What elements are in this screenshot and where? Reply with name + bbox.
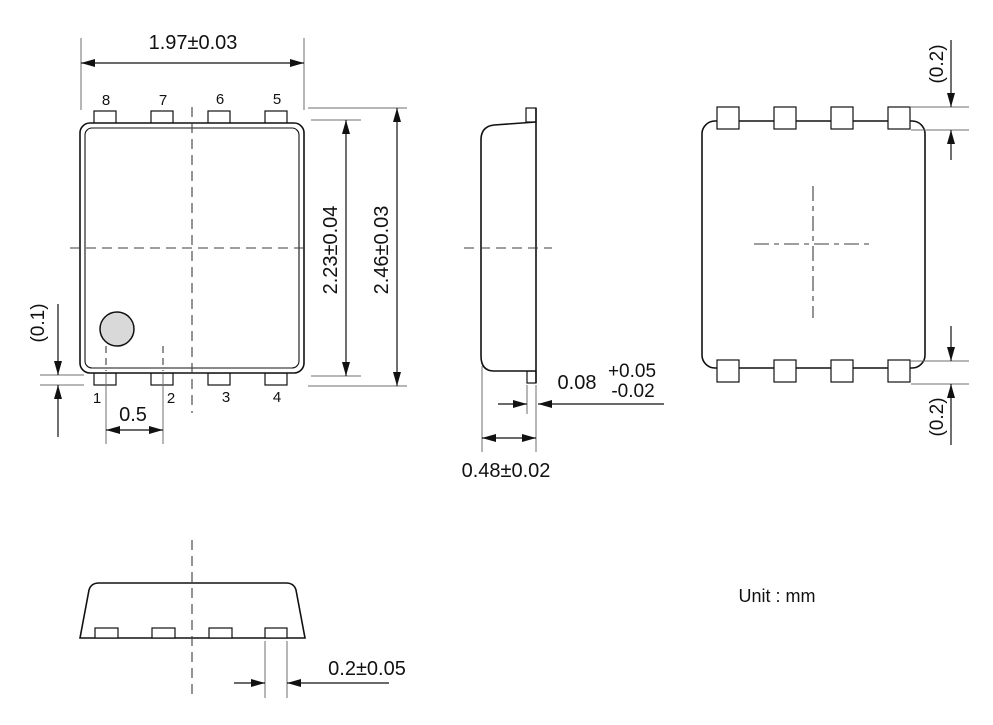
side-view: 0.08 +0.05 -0.02 0.48±0.02 xyxy=(462,107,664,482)
dimension-body-height: 2.23±0.04 xyxy=(311,119,361,377)
lead-bottom-1 xyxy=(93,372,117,386)
dimension-pad-width: 0.2±0.05 xyxy=(234,641,406,698)
dimension-width: 1.97±0.03 xyxy=(80,32,305,110)
pad xyxy=(716,106,740,130)
dimension-pad-height-top: (0.2) xyxy=(911,40,969,160)
pin1-index-marker xyxy=(99,311,135,347)
lead-bottom-2 xyxy=(150,372,174,386)
dimension-label: 0.48±0.02 xyxy=(462,460,551,482)
dimension-label: (0.1) xyxy=(28,303,49,342)
body-outline xyxy=(701,120,926,369)
pad xyxy=(151,627,176,639)
pad xyxy=(208,627,233,639)
pin-number: 7 xyxy=(159,92,167,109)
dimension-pad-height-bottom: (0.2) xyxy=(911,326,969,445)
pin-number: 2 xyxy=(167,390,175,407)
dimension-label: 2.46±0.03 xyxy=(371,206,393,295)
lead-bottom-3 xyxy=(207,372,231,386)
bottom-view: 0.2±0.05 xyxy=(79,540,406,698)
dimension-lead-standoff: (0.1) xyxy=(28,303,84,437)
lead-top-5 xyxy=(264,110,288,125)
dimension-lead-pitch: 0.5 xyxy=(105,374,164,444)
lead-top-7 xyxy=(150,110,174,125)
pin-number: 6 xyxy=(216,91,224,108)
pad xyxy=(773,106,797,130)
front-view: 1.97±0.03 2.23±0.04 2.46±0.03 (0.1) xyxy=(28,32,407,444)
back-view: (0.2) (0.2) xyxy=(701,40,969,445)
dimension-label: 2.23±0.04 xyxy=(320,206,342,295)
dimension-lead-thickness: 0.08 +0.05 -0.02 xyxy=(498,361,664,452)
pin-number: 5 xyxy=(273,91,281,108)
lead-top-6 xyxy=(207,110,231,125)
lead-tab-top xyxy=(525,107,537,123)
dimension-tolerance-plus: +0.05 xyxy=(608,361,656,382)
dimension-overall-height: 2.46±0.03 xyxy=(308,107,407,387)
pin-number: 3 xyxy=(222,389,230,406)
lead-tab-bottom xyxy=(526,370,537,384)
unit-note: Unit : mm xyxy=(738,586,815,606)
dimension-label: (0.2) xyxy=(927,397,948,436)
pin-number: 4 xyxy=(273,389,281,406)
body-outline xyxy=(480,121,537,372)
dimension-label: 0.5 xyxy=(119,404,147,426)
pad xyxy=(716,359,740,383)
dimension-label: 1.97±0.03 xyxy=(149,32,238,54)
pad xyxy=(94,627,119,639)
dimension-label: 0.2±0.05 xyxy=(328,658,406,680)
pad xyxy=(887,359,911,383)
pin-number: 1 xyxy=(93,390,101,407)
dimension-tolerance-minus: -0.02 xyxy=(611,381,654,402)
dimension-label: (0.2) xyxy=(927,44,948,83)
lead-bottom-4 xyxy=(264,372,288,386)
lead-top-8 xyxy=(93,110,117,125)
dimension-label: 0.08 xyxy=(558,372,597,394)
dimension-package-thickness: 0.48±0.02 xyxy=(462,366,551,482)
pad xyxy=(830,359,854,383)
pad xyxy=(830,106,854,130)
pad xyxy=(773,359,797,383)
pad xyxy=(264,627,288,639)
pad xyxy=(887,106,911,130)
pin-number: 8 xyxy=(102,92,110,109)
